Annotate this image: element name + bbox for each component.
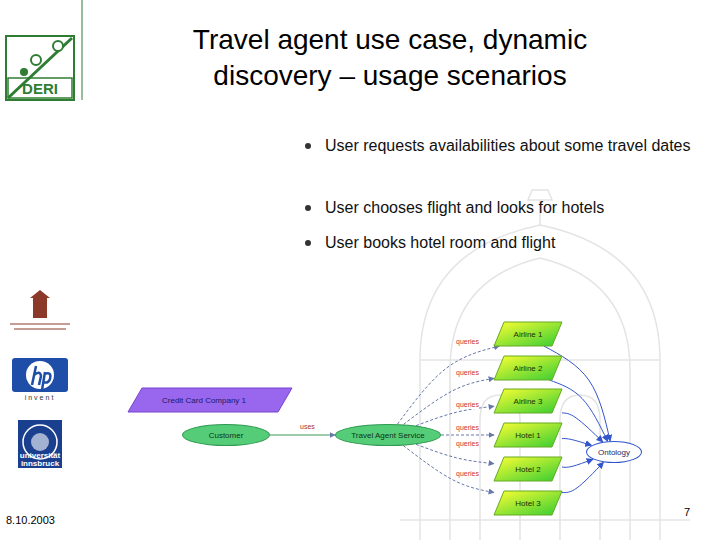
- provider-box: Airline 3: [494, 389, 562, 413]
- parallelogram-shape: [494, 322, 562, 346]
- connector: [441, 435, 494, 436]
- bullet-dot: [305, 205, 311, 211]
- bullet-text: User chooses flight and looks for hotels: [325, 194, 705, 221]
- edge-label: queries: [456, 338, 479, 346]
- slide-title: Travel agent use case, dynamic discovery…: [150, 22, 630, 94]
- provider-box: Airline 2: [494, 356, 562, 380]
- bullet-text: User books hotel room and flight: [325, 229, 705, 256]
- divider-line: [82, 0, 83, 100]
- parallelogram-shape: [494, 491, 562, 515]
- logo-text: invent: [12, 393, 68, 402]
- page-number: 7: [660, 506, 690, 519]
- edge-label: queries: [456, 369, 479, 377]
- edge-label: queries: [456, 440, 479, 448]
- node-label: Hotel 3: [515, 499, 540, 508]
- bullet-text: User requests availabilities about some …: [325, 132, 705, 159]
- parallelogram-shape: [128, 388, 292, 412]
- node-label: Hotel 2: [515, 465, 540, 474]
- logo-text: universität innsbruck: [16, 452, 64, 468]
- node-label: Customer: [209, 431, 244, 440]
- actor-ellipse: Customer: [182, 424, 270, 446]
- connector: [562, 413, 603, 442]
- connector: [397, 346, 499, 424]
- parallelogram-shape: [494, 389, 562, 413]
- galway-crest: [10, 290, 70, 329]
- slide-date: 8.10.2003: [6, 514, 86, 527]
- node-label: Ontology: [598, 448, 630, 457]
- node-label: Travel Agent Service: [351, 431, 425, 440]
- node-label: Airline 2: [514, 364, 543, 373]
- hp-logo: [12, 358, 68, 392]
- provider-box: Hotel 3: [494, 491, 562, 515]
- connector: [403, 446, 494, 493]
- parallelogram-shape: [494, 457, 562, 481]
- edge-label: queries: [456, 424, 479, 432]
- connector: [562, 439, 592, 446]
- provider-box: Hotel 1: [494, 423, 562, 447]
- provider-box: Airline 1: [494, 322, 562, 346]
- company-box: Credit Card Company 1: [128, 388, 292, 412]
- connector: [562, 462, 604, 492]
- node-label: Airline 3: [514, 397, 543, 406]
- connector: [416, 406, 494, 425]
- node-label: Credit Card Company 1: [162, 396, 246, 405]
- deri-logo: [6, 36, 74, 100]
- connector: [403, 378, 494, 424]
- parallelogram-shape: [494, 423, 562, 447]
- connector: [562, 459, 593, 467]
- connector: [270, 435, 335, 436]
- edge-label: queries: [456, 470, 479, 478]
- bullet-dot: [305, 240, 311, 246]
- bullet-dot: [305, 143, 311, 149]
- ontology-ellipse: Ontology: [586, 441, 642, 463]
- provider-box: Hotel 2: [494, 457, 562, 481]
- edge-label: uses: [300, 423, 315, 431]
- node-label: Airline 1: [514, 330, 543, 339]
- parallelogram-shape: [494, 356, 562, 380]
- node-label: Hotel 1: [515, 431, 540, 440]
- edge-label: queries: [456, 401, 479, 409]
- service-ellipse: Travel Agent Service: [335, 424, 441, 446]
- logo-text: DERI: [8, 80, 72, 98]
